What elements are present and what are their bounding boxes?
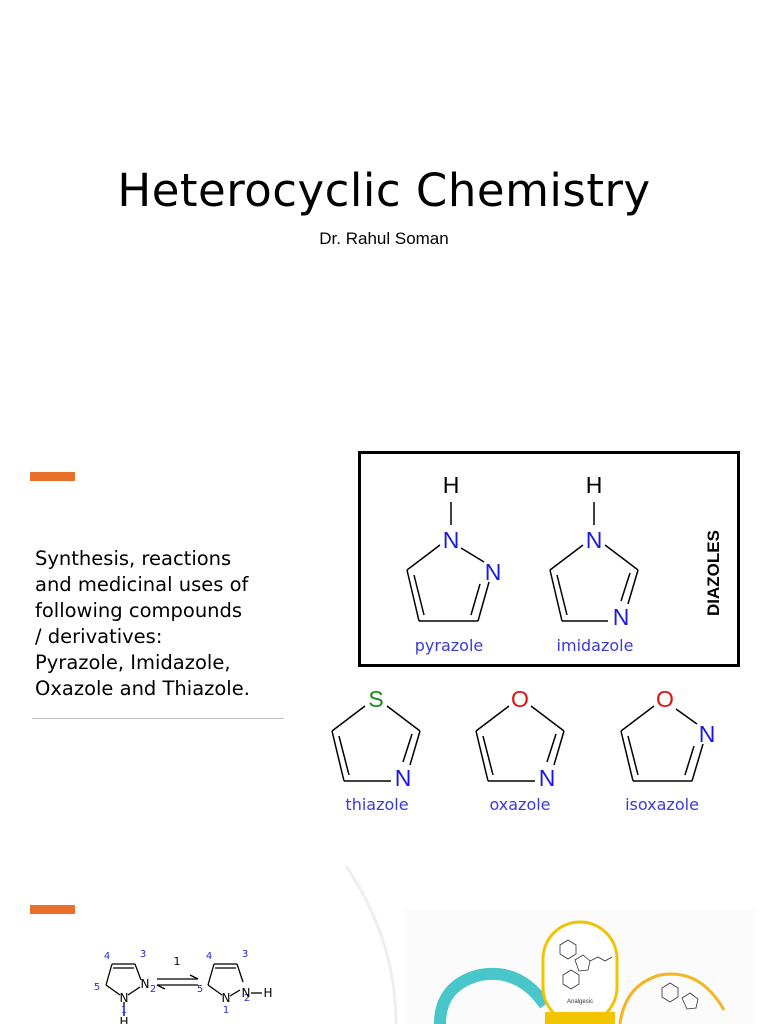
oxazole-label: oxazole: [489, 795, 550, 814]
ring-number: 4: [104, 951, 110, 962]
drug-structure-icon: [559, 939, 613, 990]
ring-number: 5: [197, 984, 203, 995]
body-line: Pyrazole, Imidazole,: [35, 651, 231, 674]
atom-o: O: [511, 686, 529, 712]
isoxazole-structure: O N isoxazole: [620, 686, 716, 814]
diazoles-box: DIAZOLES H N N pyrazole H N N imidazole: [358, 451, 740, 667]
ring-number: 1: [121, 1005, 127, 1016]
box-border: [358, 451, 740, 667]
arrow-label: 1: [174, 955, 181, 968]
atom-n: N: [485, 559, 502, 585]
atom-h: H: [443, 472, 460, 498]
pyrazole-structure: H N N pyrazole: [406, 472, 502, 655]
ring-number: 4: [206, 951, 212, 962]
isoxazole-label: isoxazole: [625, 795, 699, 814]
ring-number: 2: [150, 984, 156, 995]
atom-n: N: [539, 765, 556, 791]
atom-n: N: [242, 986, 251, 1000]
oxazole-structure: O N oxazole: [475, 686, 565, 814]
atom-n: N: [699, 721, 716, 747]
atom-n: N: [222, 991, 231, 1005]
body-line: and medicinal uses of: [35, 573, 249, 596]
atom-n: N: [586, 527, 603, 553]
body-line: / derivatives:: [35, 625, 163, 648]
atom-s: S: [368, 686, 383, 712]
analgesic-caption: Analgesic: [567, 999, 593, 1005]
ring-number: 3: [140, 949, 146, 960]
divider: [32, 718, 284, 719]
page-title: Heterocyclic Chemistry: [117, 164, 651, 217]
thiazole-label: thiazole: [345, 795, 408, 814]
analgesic-card: [541, 920, 619, 1024]
body-line: following compounds: [35, 599, 243, 622]
imidazole-label: imidazole: [557, 636, 634, 655]
atom-h: H: [586, 472, 603, 498]
drug-structure-icon: [661, 982, 699, 1010]
atom-n: N: [443, 527, 460, 553]
accent-bar: [30, 472, 75, 481]
atom-n: N: [395, 765, 412, 791]
ring-number: 2: [244, 993, 250, 1004]
atom-h: H: [263, 986, 272, 1000]
ring-number: 1: [223, 1005, 229, 1016]
body-text: Synthesis, reactions and medicinal uses …: [35, 546, 285, 702]
imidazole-structure: H N N imidazole: [549, 472, 639, 655]
pyrazole-label: pyrazole: [415, 636, 483, 655]
atom-n: N: [613, 604, 630, 630]
atom-o: O: [656, 686, 674, 712]
atom-n: N: [120, 991, 129, 1005]
diazoles-label: DIAZOLES: [704, 530, 723, 616]
ring-number: 3: [242, 949, 248, 960]
author-name: Dr. Rahul Soman: [319, 229, 449, 248]
body-line: Synthesis, reactions: [35, 547, 232, 570]
thiazole-structure: S N thiazole: [331, 686, 421, 814]
ring-number: 5: [94, 982, 100, 993]
atom-h: H: [119, 1015, 128, 1024]
accent-bar: [30, 905, 75, 914]
body-line: Oxazole and Thiazole.: [35, 677, 250, 700]
atom-n: N: [141, 977, 150, 991]
